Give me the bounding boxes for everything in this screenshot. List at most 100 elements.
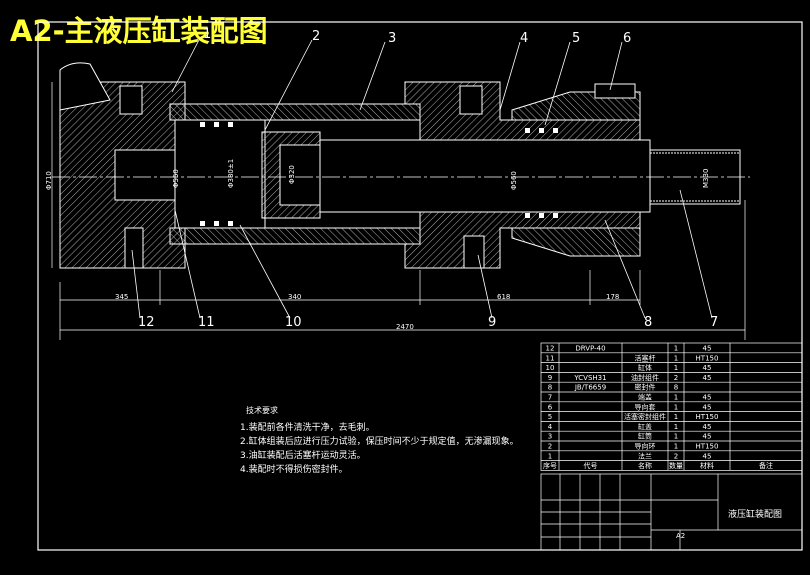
bom-cell: 1 [674,433,678,441]
port-front-top [459,85,483,115]
piston-rod [319,139,651,213]
bom-cell: 1 [674,443,678,451]
dim-345: 345 [115,293,128,301]
bom-cell: 5 [548,413,552,421]
bom-cell: HT150 [696,443,719,451]
bom-cell: 缸体 [638,363,652,372]
port-rear-top [119,85,143,115]
bom-header-cell: 数量 [669,461,683,470]
balloon-2: 2 [312,29,320,44]
bom-cell: HT150 [696,413,719,421]
title-block [540,473,803,551]
balloon-numbers: 1 2 3 4 5 6 7 8 9 10 11 12 [138,27,718,330]
bom-cell: 活塞杆 [635,353,656,362]
bom-cell: 导向环 [635,442,656,451]
bom-cell: 1 [548,452,552,460]
bom-cell: 4 [548,423,553,431]
bom-header-cell: 备注 [759,461,773,470]
bom-cell: 导向套 [635,402,656,411]
bom-cell: 45 [703,374,712,382]
bom-cell: 1 [674,364,678,372]
balloon-12: 12 [138,315,155,330]
bom-cell: 缸盖 [638,422,652,431]
bom-cell: 法兰 [638,451,652,460]
guide-bolt-top [594,83,636,99]
bom-cell: 1 [674,394,678,402]
drawing-border [37,21,803,551]
sheet-size: A2 [676,532,685,540]
bom-cell: 45 [703,452,712,460]
dim-2470: 2470 [396,323,414,331]
bom-cell: 10 [546,364,555,372]
dim-340: 340 [288,293,301,301]
piston [174,119,266,229]
dim-m330: M330 [702,169,710,188]
bom-cell: 2 [674,374,678,382]
bom-cell: 1 [674,413,678,421]
bom-cell: 1 [674,345,678,353]
cylinder-tube-top [169,103,421,121]
balloon-8: 8 [644,315,652,330]
bolt-rear-bottom [124,227,144,269]
bom-header-cell: 序号 [543,461,557,470]
bom-cell: 7 [548,394,552,402]
bom-header-cell: 代号 [584,461,598,470]
bom-cell: 8 [548,384,552,392]
dim-178: 178 [606,293,619,301]
note-3: 3.油缸装配后活塞杆运动灵活。 [240,449,366,461]
bom-cell: 45 [703,403,712,411]
note-1: 1.装配前各件清洗干净，去毛刺。 [240,421,375,433]
balloon-9: 9 [488,315,496,330]
bom-cell: 45 [703,423,712,431]
bom-cell: 45 [703,364,712,372]
bom-cell: 2 [674,452,678,460]
dim-d710: Φ710 [45,171,53,190]
bom-cell: 8 [674,384,678,392]
notes-heading: 技术要求 [246,405,278,415]
bom-cell: 密封件 [635,383,656,392]
bom-cell: 缸筒 [638,432,652,441]
bom-cell: 12 [546,345,555,353]
balloon-1: 1 [203,27,211,42]
dim-d380: Φ380±1 [227,159,235,188]
note-4: 4.装配时不得损伤密封件。 [240,463,348,475]
bom-cell: 油封组件 [631,373,659,382]
balloon-11: 11 [198,315,215,330]
seal-rings [200,122,558,226]
bom-cell: 11 [546,354,555,362]
bom-cell: JB/T6659 [574,384,606,392]
dim-d320: Φ320 [288,165,296,184]
bom-cell: 45 [703,345,712,353]
bom-cell: 45 [703,394,712,402]
bom-cell: 1 [674,403,678,411]
balloon-3: 3 [388,31,396,46]
bom-cell: DRVP-40 [575,345,605,353]
bom-cell: 45 [703,433,712,441]
bom-cell: HT150 [696,354,719,362]
bom-header-cell: 名称 [638,461,652,470]
dim-d550: Φ550 [172,169,180,188]
bom-cell: 9 [548,374,552,382]
dim-618: 618 [497,293,510,301]
bom-table [540,342,803,471]
bom-header-cell: 材料 [700,461,714,470]
bom-cell: 3 [548,433,552,441]
balloon-7: 7 [710,315,718,330]
note-2: 2.缸体组装后应进行压力试验，保压时间不少于规定值，无渗漏现象。 [240,435,519,447]
bom-frame [540,342,803,471]
technical-notes: 技术要求 1.装配前各件清洗干净，去毛刺。 2.缸体组装后应进行压力试验，保压时… [240,405,519,475]
bom-cell: 2 [548,443,552,451]
dimension-lines [51,82,746,340]
balloon-6: 6 [623,31,631,46]
balloon-5: 5 [572,31,580,46]
leader-lines [131,37,713,319]
bom-cell: 活塞密封组件 [624,412,666,421]
balloon-4: 4 [520,31,528,46]
bom-cell: 端盖 [638,393,652,402]
drawing-title: A2-主液压缸装配图 [10,14,268,48]
dimension-texts: 345 340 618 178 2470 Φ710 Φ550 Φ380±1 Φ3… [45,159,710,331]
cylinder-assembly [59,62,741,269]
